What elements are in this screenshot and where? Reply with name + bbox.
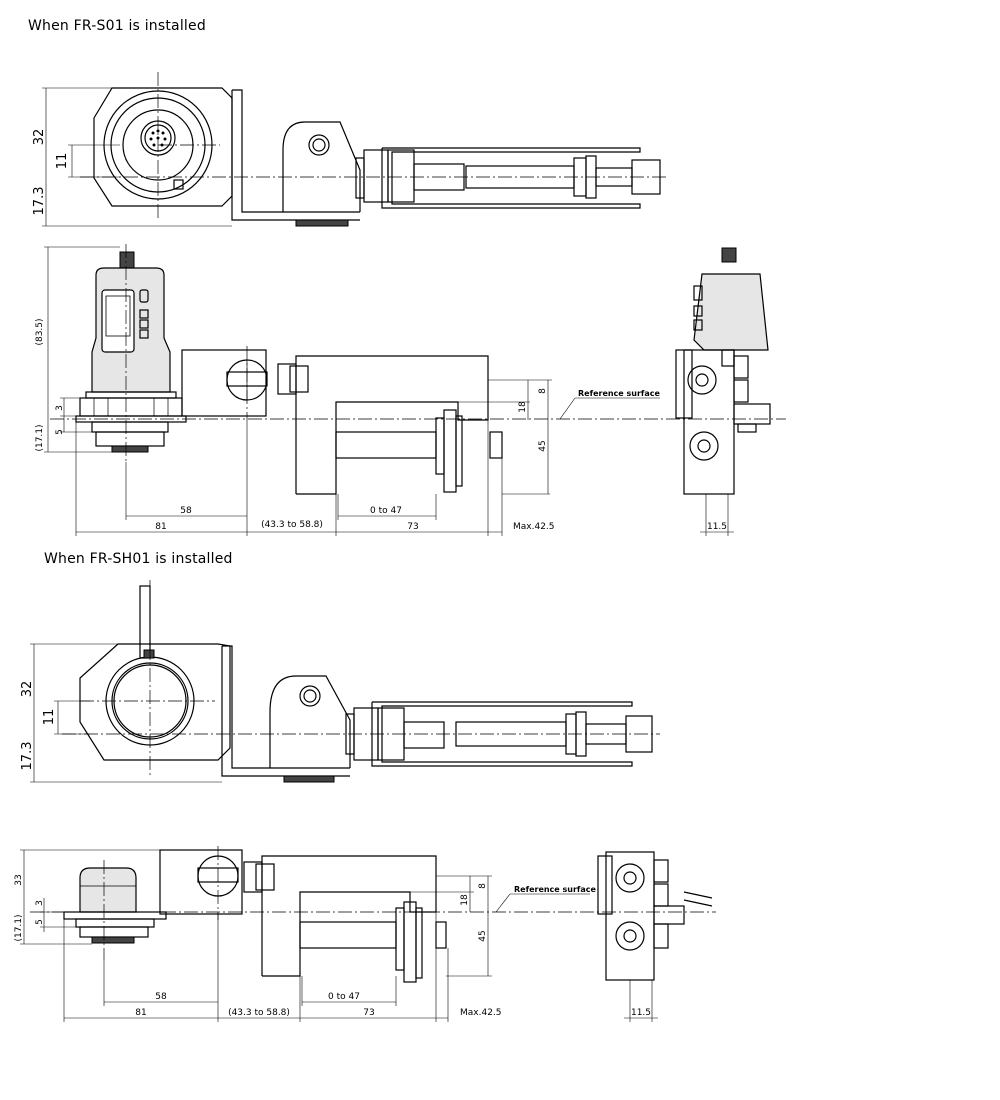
s01-top-view: 32 11 17.3 [32,72,668,227]
s01-reference-surface-label: Reference surface [578,389,661,398]
s01-sensor-hex [93,87,233,207]
dim-sh01-top-11: 11 [42,709,57,726]
dim-s01-max: Max.42.5 [513,522,555,532]
dim-sh01-max: Max.42.5 [460,1008,502,1018]
dim-sh01-43: (43.3 to 58.8) [228,1008,290,1018]
sh01-side-view: 33 3 (17.1) 5 58 81 (43.3 to 58.8) 0 to … [14,846,716,1022]
dim-sh01-5: 5 [35,919,45,925]
dim-s01-3: 3 [55,405,65,411]
dim-s01-73: 73 [407,522,418,532]
dim-sh01-3: 3 [35,900,45,906]
dim-sh01-0-47: 0 to 47 [328,992,360,1002]
dim-s01-11-5: 11.5 [707,522,727,532]
dim-sh01-81: 81 [135,1008,146,1018]
sh01-holder-body [79,643,231,761]
dim-sh01-17-1: (17.1) [14,914,24,941]
dim-s01-8: 8 [538,388,548,394]
dim-s01-5: 5 [55,429,65,435]
dim-s01-top-32: 32 [32,129,47,146]
s01-side-view: (83.5) 3 (17.1) 5 58 81 (43.3 to 58.8) 0… [35,244,786,536]
dim-s01-83-5: (83.5) [35,318,45,345]
dim-sh01-33: 33 [14,874,24,885]
dim-s01-top-17-3: 17.3 [32,187,47,216]
dim-s01-81: 81 [155,522,166,532]
dim-s01-45: 45 [538,440,548,451]
sh01-sensor-head [79,867,137,913]
dim-s01-58: 58 [180,506,192,516]
dim-s01-43: (43.3 to 58.8) [261,520,323,530]
dim-sh01-58: 58 [155,992,167,1002]
dim-sh01-18: 18 [460,894,470,906]
s01-right-sensor [693,273,769,351]
sh01-top-view: 32 11 17.3 [20,580,660,783]
dim-sh01-45: 45 [478,930,488,941]
dim-s01-top-11: 11 [55,153,70,170]
dim-sh01-top-17-3: 17.3 [20,742,35,771]
dim-s01-18: 18 [518,401,528,413]
heading-fr-sh01: When FR-SH01 is installed [44,551,233,567]
dim-sh01-11-5: 11.5 [631,1008,651,1018]
heading-fr-s01: When FR-S01 is installed [28,18,206,34]
sh01-reference-surface-label: Reference surface [514,885,597,894]
dim-s01-17-1: (17.1) [35,424,45,451]
dim-sh01-8: 8 [478,883,488,889]
dim-s01-0-47: 0 to 47 [370,506,402,516]
dim-sh01-73: 73 [363,1008,374,1018]
dim-sh01-top-32: 32 [20,681,35,698]
